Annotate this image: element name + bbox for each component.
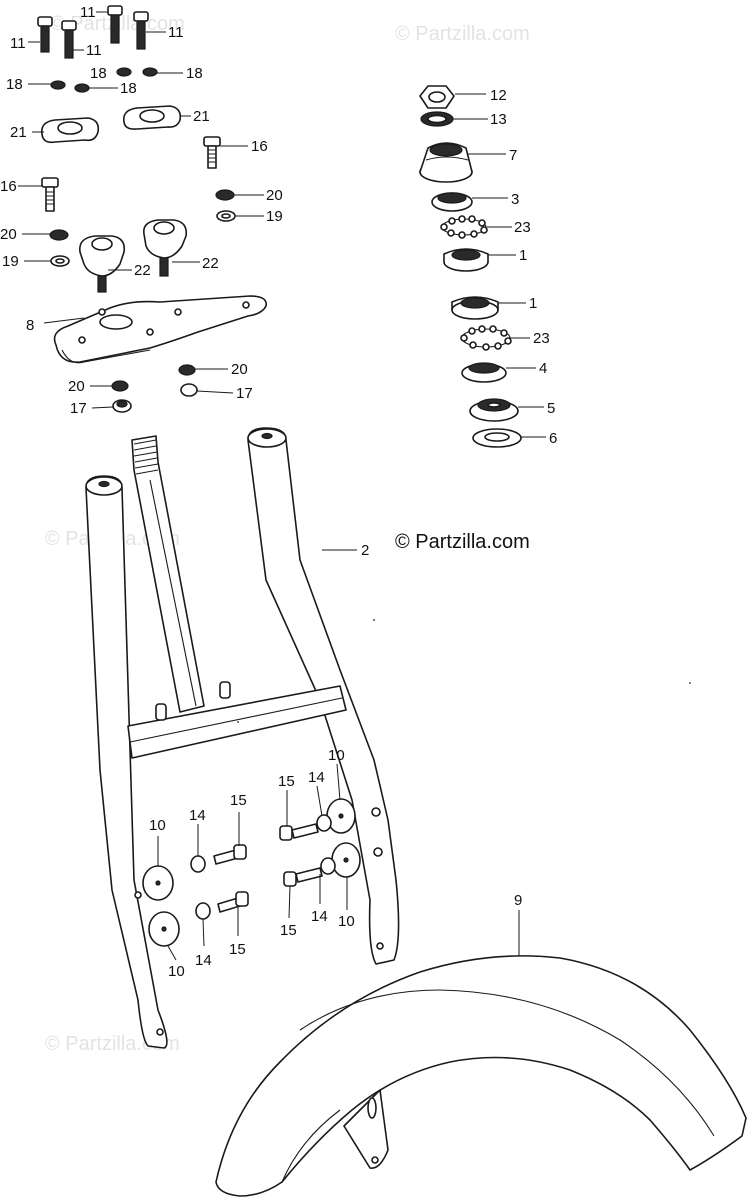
washer-6[interactable] bbox=[472, 428, 522, 448]
callout-15: 15 bbox=[229, 941, 246, 958]
callout-20: 20 bbox=[266, 187, 283, 204]
dust-seal-5[interactable] bbox=[469, 398, 519, 422]
callout-17: 17 bbox=[236, 385, 253, 402]
cone-race-3[interactable] bbox=[431, 192, 473, 212]
callout-11: 11 bbox=[86, 42, 102, 59]
callout-14: 14 bbox=[195, 952, 212, 969]
callout-13: 13 bbox=[490, 111, 507, 128]
cone-race-4[interactable] bbox=[461, 362, 507, 383]
callout-10: 10 bbox=[338, 913, 355, 930]
callout-11: 11 bbox=[10, 35, 26, 52]
callout-22: 22 bbox=[202, 255, 219, 272]
callout-16: 16 bbox=[251, 138, 268, 155]
watermark-faint: © Partzilla.com bbox=[395, 23, 530, 45]
front-fork[interactable] bbox=[85, 427, 400, 1049]
ball-race-1-lower[interactable] bbox=[451, 296, 499, 320]
callout-8: 8 bbox=[26, 317, 34, 334]
front-fender[interactable] bbox=[215, 955, 747, 1197]
bolt bbox=[133, 11, 149, 50]
steel-balls-23-lower[interactable] bbox=[460, 325, 512, 351]
callout-6: 6 bbox=[549, 430, 557, 447]
callout-20: 20 bbox=[231, 361, 248, 378]
callout-20: 20 bbox=[0, 226, 17, 243]
callout-15: 15 bbox=[230, 792, 247, 809]
watermark-main: © Partzilla.com bbox=[395, 531, 530, 553]
callout-21: 21 bbox=[193, 108, 210, 125]
nut-18-group[interactable] bbox=[50, 67, 158, 93]
steering-stem-nut[interactable] bbox=[419, 85, 455, 109]
callout-3: 3 bbox=[511, 191, 519, 208]
callout-15: 15 bbox=[278, 773, 295, 790]
callout-19: 19 bbox=[266, 208, 283, 225]
bolt bbox=[37, 16, 53, 53]
callout-10: 10 bbox=[168, 963, 185, 980]
callout-16: 16 bbox=[0, 178, 17, 195]
callout-10: 10 bbox=[149, 817, 166, 834]
steering-head-cap-7[interactable] bbox=[419, 142, 473, 183]
callout-19: 19 bbox=[2, 253, 19, 270]
callout-18: 18 bbox=[6, 76, 23, 93]
bolt bbox=[107, 5, 123, 44]
callout-14: 14 bbox=[311, 908, 328, 925]
washer-13[interactable] bbox=[420, 111, 454, 127]
callout-18: 18 bbox=[90, 65, 107, 82]
top-bridge[interactable] bbox=[53, 295, 267, 364]
callout-4: 4 bbox=[539, 360, 547, 377]
bolt bbox=[61, 20, 77, 59]
callout-9: 9 bbox=[514, 892, 522, 909]
fender-mount-hardware-left[interactable] bbox=[142, 844, 249, 947]
callout-11: 11 bbox=[168, 24, 184, 41]
callout-7: 7 bbox=[509, 147, 517, 164]
callout-15: 15 bbox=[280, 922, 297, 939]
callout-23: 23 bbox=[533, 330, 550, 347]
steel-balls-23-upper[interactable] bbox=[440, 215, 488, 239]
callout-12: 12 bbox=[490, 87, 507, 104]
fender-mount-hardware-right[interactable] bbox=[279, 798, 361, 887]
bolt-11-group[interactable] bbox=[37, 5, 149, 59]
callout-11: 11 bbox=[80, 4, 96, 21]
callout-1: 1 bbox=[519, 247, 527, 264]
callout-22: 22 bbox=[134, 262, 151, 279]
callout-20: 20 bbox=[68, 378, 85, 395]
bolt-16-group[interactable] bbox=[41, 136, 221, 212]
callout-14: 14 bbox=[308, 769, 325, 786]
callout-17: 17 bbox=[70, 400, 87, 417]
handlebar-clamp-upper[interactable] bbox=[40, 105, 182, 144]
ball-race-1-upper[interactable] bbox=[443, 248, 489, 272]
callout-2: 2 bbox=[361, 542, 369, 559]
callout-5: 5 bbox=[547, 400, 555, 417]
callout-18: 18 bbox=[120, 80, 137, 97]
callout-18: 18 bbox=[186, 65, 203, 82]
callout-21: 21 bbox=[10, 124, 27, 141]
nut-washer-20-17-group[interactable] bbox=[111, 364, 198, 413]
callout-10: 10 bbox=[328, 747, 345, 764]
callout-1: 1 bbox=[529, 295, 537, 312]
callout-23: 23 bbox=[514, 219, 531, 236]
handlebar-holder-lower[interactable] bbox=[78, 219, 188, 293]
callout-14: 14 bbox=[189, 807, 206, 824]
